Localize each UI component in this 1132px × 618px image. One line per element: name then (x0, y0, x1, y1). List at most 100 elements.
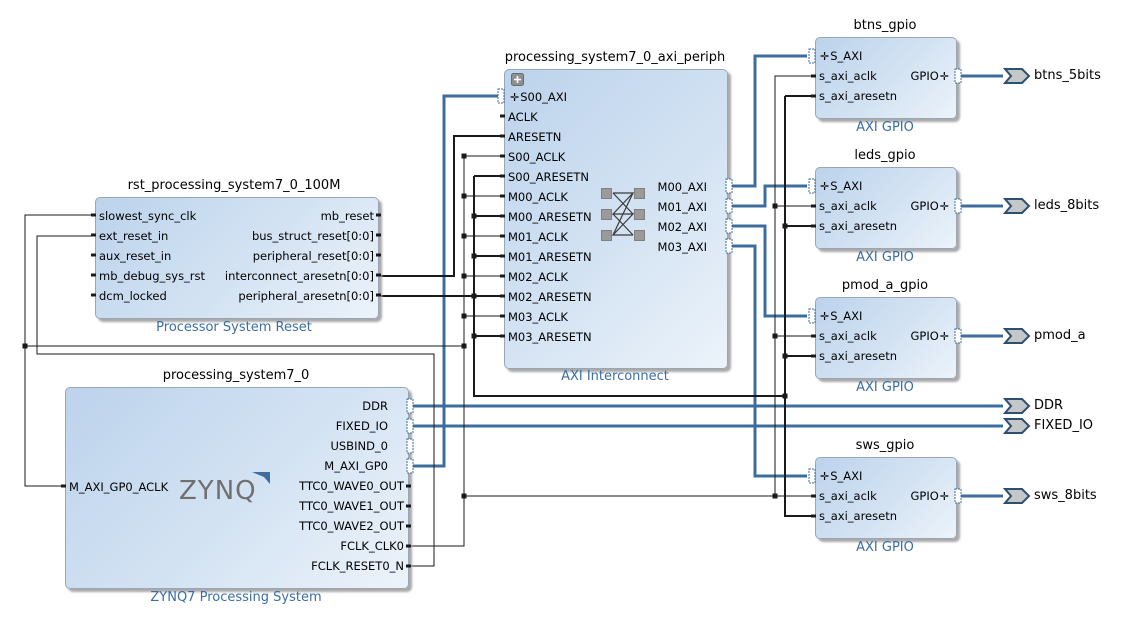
btns-gpio-block[interactable]: ✛S_AXI s_axi_aclk s_axi_aresetn GPIO✛ (815, 37, 957, 119)
sws-port-s-axi: S_AXI (830, 469, 863, 483)
rst-port-mb-reset: mb_reset (320, 209, 374, 223)
input-port-stub (91, 213, 96, 217)
sws-port-gpio: GPIO (910, 489, 939, 503)
input-port-stub (500, 234, 505, 238)
bus-connector-box (406, 418, 414, 434)
output-port-stub (376, 233, 381, 237)
ic-port-s00-axi: S00_AXI (520, 90, 568, 104)
signal-wire (473, 175, 785, 397)
junction-dot (461, 313, 467, 319)
pmod-gpio-plus-icon[interactable]: ✛ (939, 330, 949, 343)
bus-connector-box (954, 198, 962, 214)
axi-bus-wire (412, 94, 500, 468)
input-port-stub (811, 224, 816, 228)
bus-connector-box (406, 438, 414, 454)
junction-dot (782, 393, 788, 399)
ps7-port-ttc0-wave0-out: TTC0_WAVE0_OUT (299, 479, 404, 493)
bus-connector-box (954, 488, 962, 504)
btns-port-s-axi-label: ✛S_AXI (819, 49, 862, 64)
rst-port-peripheral-reset: peripheral_reset[0:0] (252, 249, 374, 263)
pmod-s-axi-plus-icon[interactable]: ✛ (820, 310, 830, 323)
ext-port-leds-8bits[interactable]: leds_8bits (1034, 198, 1100, 213)
ps7-port-m-axi-gp0: M_AXI_GP0 (324, 459, 388, 473)
leds-gpio-subtitle: AXI GPIO (856, 250, 914, 265)
rst-port-aux-reset-in: aux_reset_in (99, 249, 172, 263)
ps7-block-title: processing_system7_0 (162, 368, 310, 383)
ext-port-ddr[interactable]: DDR (1034, 398, 1064, 413)
input-port-stub (91, 293, 96, 297)
interconnect-block[interactable]: ✛S00_AXI ACLK ARESETN S00_ACLK S00_ARESE… (504, 69, 728, 369)
leds-s-axi-plus-icon[interactable]: ✛ (820, 180, 830, 193)
ic-port-s00-axi-plus-icon[interactable]: ✛ (510, 91, 520, 104)
expand-icon[interactable] (511, 73, 524, 86)
ext-port-pmod-a[interactable]: pmod_a (1034, 328, 1086, 343)
input-port-stub (500, 154, 505, 158)
btns-gpio-plus-icon[interactable]: ✛ (939, 70, 949, 83)
btns-port-s-axi-aclk: s_axi_aclk (819, 69, 877, 83)
ic-port-aclk: ACLK (508, 110, 538, 124)
leds-port-s-axi-aclk: s_axi_aclk (819, 199, 877, 213)
ic-port-m03-axi: M03_AXI (657, 240, 707, 254)
input-port-stub (500, 194, 505, 198)
rst-block[interactable]: slowest_sync_clk ext_reset_in aux_reset_… (95, 197, 379, 319)
rst-block-title: rst_processing_system7_0_100M (127, 178, 341, 193)
input-port-stub (61, 484, 66, 488)
output-port-stub (376, 273, 381, 277)
ext-port-sws-8bits[interactable]: sws_8bits (1034, 488, 1097, 503)
pmod-gpio-block[interactable]: ✛S_AXI s_axi_aclk s_axi_aresetn GPIO✛ (815, 297, 957, 379)
bus-interface-connector (725, 238, 733, 254)
ic-port-m01-aresetn: M01_ARESETN (508, 250, 592, 264)
input-port-stub (811, 94, 816, 98)
bus-connector-box (406, 398, 414, 414)
junction-dot (471, 333, 477, 339)
btns-port-gpio-label: GPIO✛ (910, 69, 950, 84)
bus-interface-connector (725, 178, 733, 194)
btns-port-s-axi: S_AXI (830, 49, 863, 63)
input-port-stub (500, 114, 505, 118)
leds-gpio-block[interactable]: ✛S_AXI s_axi_aclk s_axi_aresetn GPIO✛ (815, 167, 957, 249)
signal-wire (24, 214, 95, 346)
btns-s-axi-plus-icon[interactable]: ✛ (820, 50, 830, 63)
ps7-port-fclk-clk0: FCLK_CLK0 (340, 539, 404, 553)
sws-gpio-block[interactable]: ✛S_AXI s_axi_aclk s_axi_aresetn GPIO✛ (815, 457, 957, 539)
rst-port-mb-debug-sys-rst: mb_debug_sys_rst (99, 269, 206, 283)
bus-interface-connector (406, 458, 414, 474)
input-port-stub (811, 204, 816, 208)
rst-port-slowest-sync-clk: slowest_sync_clk (99, 209, 197, 223)
ic-port-m03-aclk: M03_ACLK (508, 310, 568, 324)
input-port-stub (500, 334, 505, 338)
axi-bus-wire (730, 244, 807, 478)
leds-port-s-axi-label: ✛S_AXI (819, 179, 862, 194)
ext-port-fixed-io[interactable]: FIXED_IO (1034, 418, 1094, 433)
ps7-port-usbind-0: USBIND_0 (330, 439, 388, 453)
bus-connector-box (725, 218, 733, 234)
bus-interface-connector (808, 468, 816, 484)
input-port-stub (811, 494, 816, 498)
pmod-port-s-axi-aresetn: s_axi_aresetn (819, 349, 898, 363)
output-port-stub (406, 524, 411, 528)
sws-s-axi-plus-icon[interactable]: ✛ (820, 470, 830, 483)
junction-dot (471, 213, 477, 219)
input-port-stub (500, 314, 505, 318)
signal-wire (36, 235, 435, 567)
leds-gpio-plus-icon[interactable]: ✛ (939, 200, 949, 213)
external-port-arrow-icon (1002, 398, 1031, 414)
junction-dot (772, 203, 778, 209)
ext-port-btns-5bits[interactable]: btns_5bits (1034, 68, 1101, 83)
ps7-port-ttc0-wave2-out: TTC0_WAVE2_OUT (299, 519, 404, 533)
junction-dot (471, 253, 477, 259)
ic-port-aresetn: ARESETN (508, 130, 562, 144)
ic-port-s00-aresetn: S00_ARESETN (508, 170, 589, 184)
ps7-block[interactable]: M_AXI_GP0_ACLK ZYNQ DDR FIXED_IO USBIND_… (65, 387, 409, 589)
ic-port-m03-aresetn: M03_ARESETN (508, 330, 592, 344)
sws-gpio-plus-icon[interactable]: ✛ (939, 490, 949, 503)
ic-port-m02-aclk: M02_ACLK (508, 270, 568, 284)
ic-port-m00-aclk: M00_ACLK (508, 190, 568, 204)
bus-interface-connector (497, 88, 505, 104)
bus-interface-connector (954, 198, 962, 214)
btns-port-s-axi-aresetn: s_axi_aresetn (819, 89, 898, 103)
input-port-stub (811, 354, 816, 358)
sws-port-s-axi-label: ✛S_AXI (819, 469, 862, 484)
